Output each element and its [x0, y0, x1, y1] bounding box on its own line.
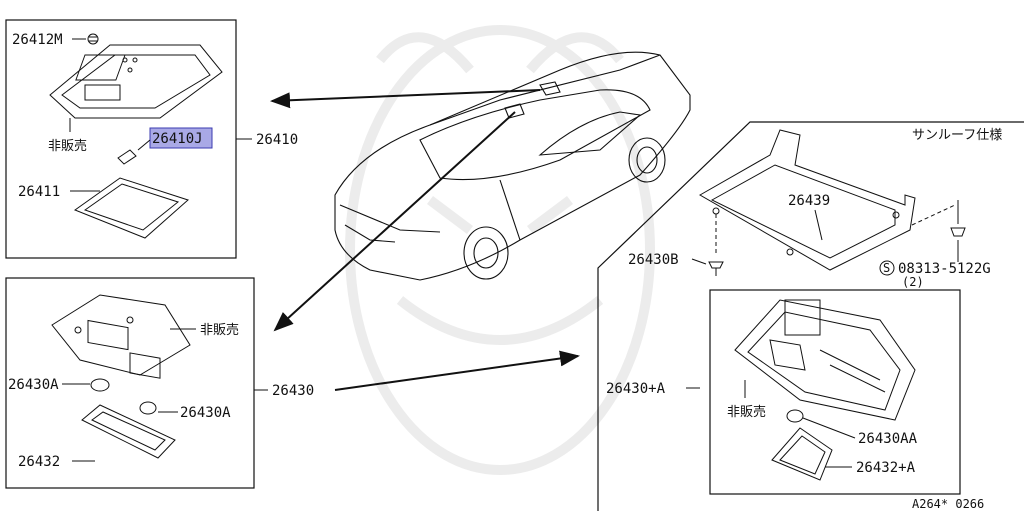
label-26410J: 26410J	[152, 131, 203, 147]
note-not-for-sale-1: 非販売	[48, 138, 87, 154]
dash-to-screw-08313	[911, 204, 956, 226]
label-26430B: 26430B	[628, 252, 679, 268]
sunroof-lamp-housing	[734, 299, 916, 421]
leader-26430B	[691, 258, 707, 265]
note-sunroof-spec: サンルーフ仕様	[912, 128, 1002, 143]
note-not-for-sale-2: 非販売	[200, 322, 239, 338]
s-symbol-letter: S	[883, 261, 890, 275]
lens-26411	[73, 177, 189, 239]
label-26412M: 26412M	[12, 32, 63, 48]
bulb-icon-26430A-left	[90, 378, 110, 392]
car-illustration	[334, 51, 691, 281]
bulb-icon-26430AA	[786, 409, 804, 423]
label-26432pA: 26432+A	[856, 460, 916, 476]
screw-icon-26412M	[87, 33, 99, 45]
label-26430: 26430	[272, 383, 314, 399]
box-sunroof-lamp	[709, 289, 961, 495]
note-not-for-sale-3: 非販売	[727, 404, 766, 420]
map-lamp-housing	[49, 44, 223, 119]
screw-icon-08313	[950, 200, 966, 237]
arrow-to-sunroof-box	[334, 350, 580, 391]
s-symbol-icon	[879, 260, 895, 276]
label-26430A-left: 26430A	[8, 377, 59, 393]
screw-icon-26430B	[708, 261, 724, 276]
label-26430pA: 26430+A	[606, 381, 666, 397]
diagram-code: A264* 0266	[912, 497, 984, 511]
label-08313: 08313-5122G	[898, 261, 991, 277]
lens-26432	[81, 404, 176, 459]
room-lamp-housing	[51, 294, 191, 379]
label-26430A-right: 26430A	[180, 405, 231, 421]
arrow-to-map-lamp	[270, 89, 541, 109]
sunroof-region-border	[597, 121, 1024, 511]
leader-26439	[814, 209, 823, 241]
watermark-emblem	[345, 25, 655, 475]
leader-26430AA	[802, 417, 856, 439]
bulb-icon-26430A-right	[139, 401, 157, 415]
bulb-icon-26410J	[117, 149, 137, 165]
box-room-lamp	[5, 277, 255, 489]
lens-26432pA	[771, 427, 833, 481]
label-26411: 26411	[18, 184, 60, 200]
highlight-26410J	[149, 127, 213, 149]
arrow-to-room-lamp	[273, 111, 516, 332]
label-qty-2: (2)	[902, 275, 924, 289]
label-26432: 26432	[18, 454, 60, 470]
leader-26410J	[137, 139, 151, 151]
label-26410: 26410	[256, 132, 298, 148]
label-26430AA: 26430AA	[858, 431, 918, 447]
label-26439: 26439	[788, 193, 830, 209]
